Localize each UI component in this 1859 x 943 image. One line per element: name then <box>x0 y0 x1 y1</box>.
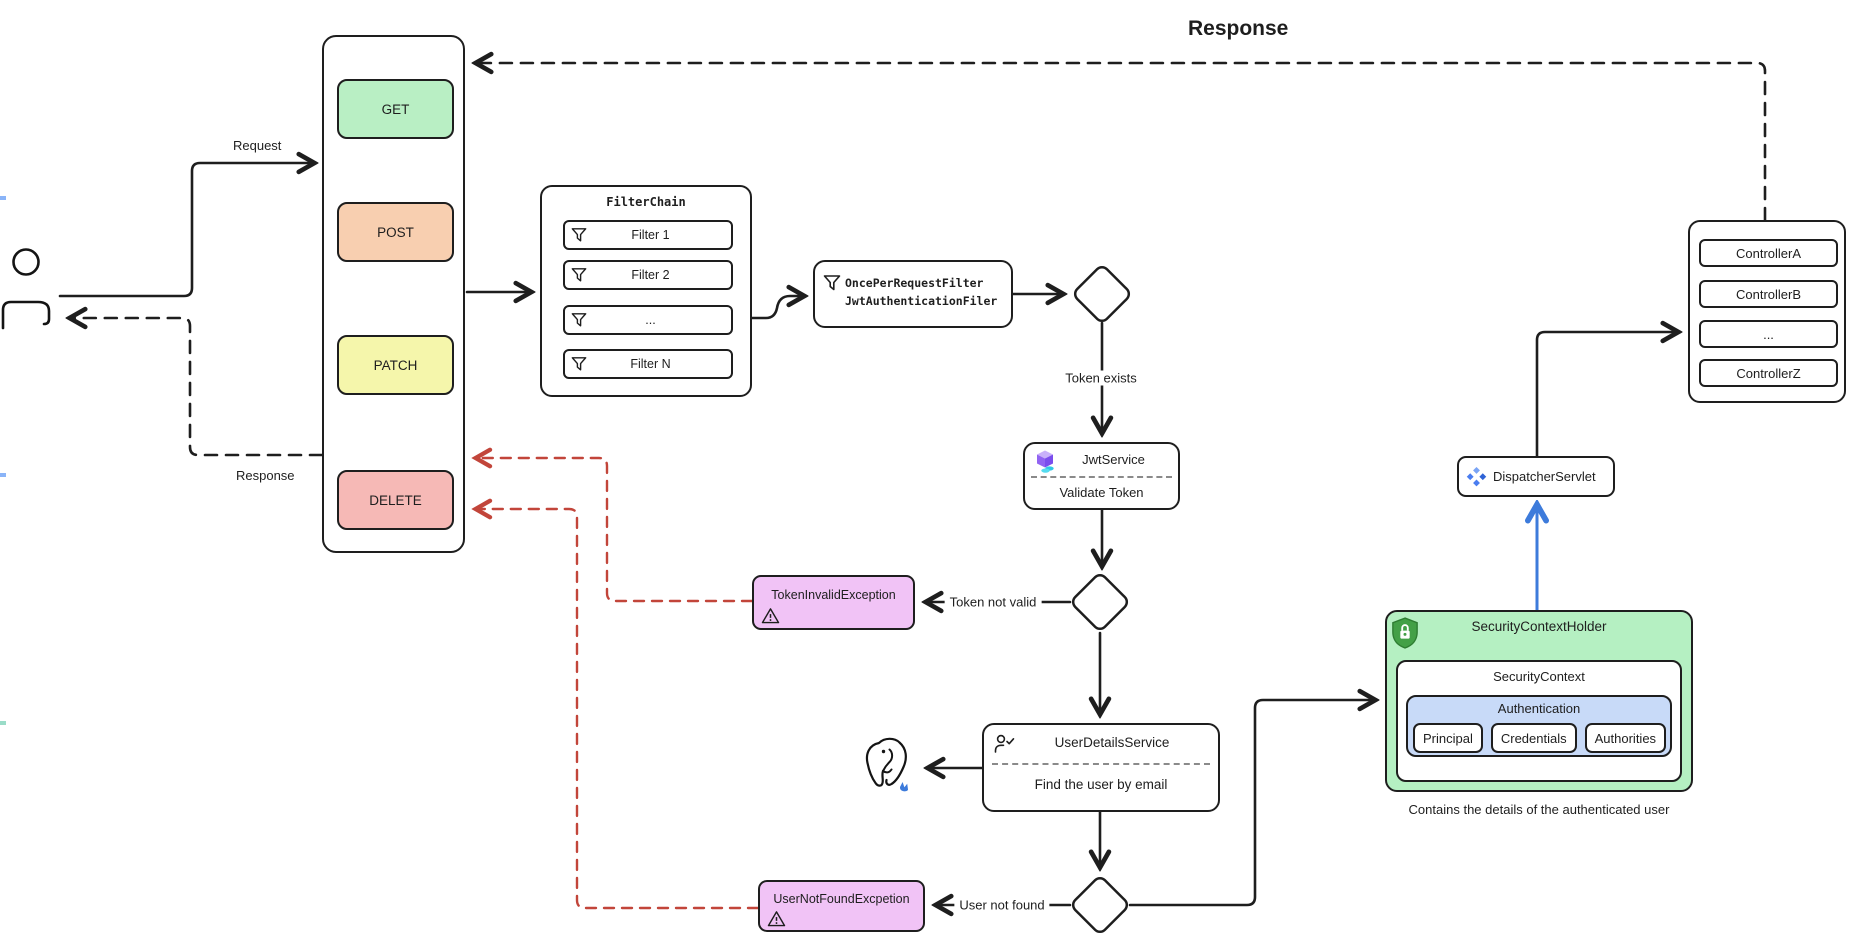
jwtservice-title: JwtService <box>1082 452 1145 467</box>
filter-label: Filter 1 <box>631 228 670 242</box>
securitycontextholder-box: SecurityContextHolder SecurityContext Au… <box>1385 610 1693 792</box>
filter-row-1: Filter 1 <box>563 220 733 250</box>
method-get: GET <box>337 79 454 139</box>
authentication-title: Authentication <box>1497 701 1581 716</box>
warning-triangle-icon <box>767 910 786 927</box>
userdetailsservice-box: UserDetailsService Find the user by emai… <box>982 723 1220 812</box>
jwtservice-box: JwtService Validate Token <box>1023 442 1180 510</box>
decision-token-exists <box>1073 265 1131 323</box>
funnel-icon <box>570 312 588 328</box>
filterchain-title: FilterChain <box>606 195 686 209</box>
usernotfoundexception-label: UserNotFoundExcpetion <box>773 892 910 906</box>
response-top-title: Response <box>1188 17 1289 40</box>
postgresql-icon <box>858 736 918 798</box>
controller-b: ControllerB <box>1699 280 1838 308</box>
response-top-arrow <box>476 63 1767 222</box>
controller-z: ControllerZ <box>1699 359 1838 387</box>
dispatcherservlet-label: DispatcherServlet <box>1493 469 1596 484</box>
funnel-icon <box>822 274 842 292</box>
filter-row-2: Filter 2 <box>563 260 733 290</box>
tokeninvalidexception-box: TokenInvalidException <box>752 575 915 630</box>
userdetailsservice-title: UserDetailsService <box>1054 735 1170 750</box>
credentials-chip: Credentials <box>1490 723 1577 753</box>
dispatcher-to-controllers-arrow <box>1535 332 1678 458</box>
user-not-found-label: User not found <box>954 897 1050 913</box>
dispatcherservlet-box: DispatcherServlet <box>1457 456 1615 497</box>
method-patch: PATCH <box>337 335 454 395</box>
securitycontextholder-caption: Contains the details of the authenticate… <box>1408 802 1670 817</box>
securitycontextholder-title: SecurityContextHolder <box>1471 619 1607 634</box>
usernotfoundexception-box: UserNotFoundExcpetion <box>758 880 925 932</box>
funnel-icon <box>570 227 588 243</box>
onceperrequestfilter-box: OncePerRequestFilter JwtAuthenticationFi… <box>813 260 1013 328</box>
canvas-edge-mark <box>0 196 6 200</box>
tokeninvalidexception-label: TokenInvalidException <box>771 588 896 602</box>
canvas-edge-mark <box>0 721 6 725</box>
decision-user-found <box>1071 876 1129 934</box>
tokeninvalid-to-methods-dashed <box>476 458 754 603</box>
filterchain-box: FilterChain Filter 1 Filter 2 ... Filter… <box>540 185 752 397</box>
controller-ellipsis: ... <box>1699 320 1838 348</box>
userdetailsservice-action: Find the user by email <box>1034 777 1168 792</box>
canvas-edge-mark <box>0 473 6 477</box>
jwt-cube-icon <box>1033 449 1057 473</box>
onceperrequestfilter-line1: OncePerRequestFilter <box>845 276 984 290</box>
filter-to-onceperrequest-arrow <box>728 296 804 320</box>
request-label: Request <box>233 138 282 153</box>
method-delete: DELETE <box>337 470 454 530</box>
token-exists-label: Token exists <box>1060 370 1142 386</box>
user-person-icon <box>1 248 51 330</box>
decision-token-valid <box>1071 573 1129 631</box>
securitycontext-box: SecurityContext Authentication Principal… <box>1396 660 1682 782</box>
jwtservice-action: Validate Token <box>1059 485 1144 500</box>
securitycontext-title: SecurityContext <box>1493 669 1585 684</box>
user-check-icon <box>994 734 1016 754</box>
filter-label: Filter 2 <box>631 268 670 282</box>
warning-triangle-icon <box>761 607 780 624</box>
dispatcher-diamonds-icon <box>1466 466 1487 487</box>
decision-to-securitycontext-arrow <box>1128 700 1375 907</box>
authentication-box: Authentication Principal Credentials Aut… <box>1406 695 1672 757</box>
token-not-valid-label: Token not valid <box>944 594 1042 610</box>
controllers-box: ControllerA ControllerB ... ControllerZ <box>1688 220 1846 403</box>
usernotfound-to-methods-dashed <box>476 509 760 910</box>
http-methods-container: GET POST PATCH DELETE <box>322 35 465 553</box>
funnel-icon <box>570 267 588 283</box>
controller-a: ControllerA <box>1699 239 1838 267</box>
filter-label: ... <box>645 313 656 327</box>
method-post: POST <box>337 202 454 262</box>
onceperrequestfilter-line2: JwtAuthenticationFiler <box>845 293 998 308</box>
principal-chip: Principal <box>1413 723 1483 753</box>
filter-label: Filter N <box>630 357 671 371</box>
filter-row-n: Filter N <box>563 349 733 379</box>
funnel-icon <box>570 356 588 372</box>
authorities-chip: Authorities <box>1584 723 1667 753</box>
request-arrow <box>58 163 314 298</box>
response-arrow-to-user <box>70 318 324 457</box>
response-left-label: Response <box>236 468 295 483</box>
filter-row-ellipsis: ... <box>563 305 733 335</box>
